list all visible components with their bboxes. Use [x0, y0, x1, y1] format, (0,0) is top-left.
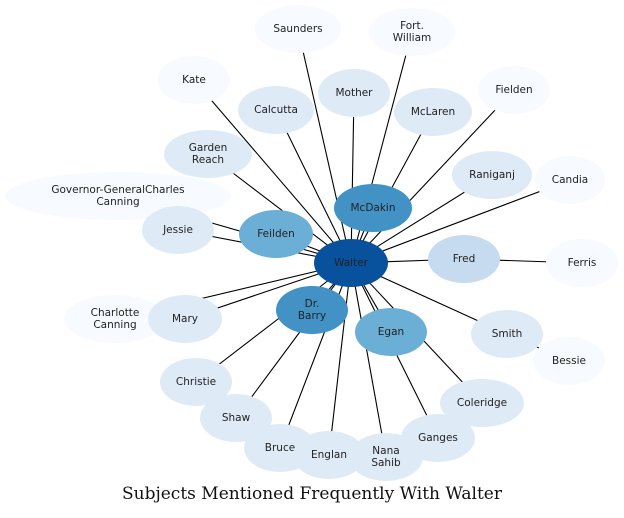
node-label-bessie: Bessie	[552, 355, 586, 367]
node-walter: Walter	[314, 239, 388, 287]
node-shape-smith	[471, 310, 543, 358]
node-shape-mother	[318, 69, 390, 117]
node-shape-englan	[293, 431, 365, 479]
node-label-fort-william: Fort.William	[393, 20, 431, 44]
node-shape-mcdakin	[334, 184, 412, 232]
node-label-christie: Christie	[176, 376, 216, 388]
node-mcdakin: McDakin	[334, 184, 412, 232]
node-shaw: Shaw	[200, 394, 272, 442]
node-label-egan: Egan	[378, 326, 404, 338]
node-label-mary: Mary	[172, 313, 198, 325]
node-fort-william: Fort.William	[369, 8, 455, 56]
node-raniganj: Raniganj	[452, 151, 532, 199]
node-shape-mclaren	[394, 88, 472, 136]
edge-walter-saunders	[297, 28, 352, 264]
node-kate: Kate	[158, 56, 230, 104]
node-smith: Smith	[471, 310, 543, 358]
edge-walter-shaw	[235, 262, 352, 419]
edge-walter-candia	[350, 179, 571, 264]
node-saunders: Saunders	[255, 5, 341, 53]
node-label-calcutta: Calcutta	[254, 104, 298, 116]
node-englan: Englan	[293, 431, 365, 479]
node-label-walter: Walter	[334, 257, 369, 269]
node-shape-nana-sahib	[349, 433, 423, 481]
graph-caption: Subjects Mentioned Frequently With Walte…	[122, 484, 502, 504]
node-label-saunders: Saunders	[273, 23, 322, 35]
node-jessie: Jessie	[142, 206, 214, 254]
node-shape-bessie	[533, 337, 605, 385]
node-mother: Mother	[318, 69, 390, 117]
node-calcutta: Calcutta	[238, 86, 314, 134]
node-label-feilden: Feilden	[257, 228, 295, 240]
node-label-englan: Englan	[311, 449, 347, 461]
node-feilden: Feilden	[239, 210, 313, 258]
edge-walter-fielden	[350, 89, 515, 264]
node-dr-barry: Dr.Barry	[276, 286, 348, 334]
node-shape-garden-reach	[164, 130, 252, 178]
node-egan: Egan	[355, 308, 427, 356]
node-shape-fielden	[478, 66, 550, 114]
node-mary: Mary	[148, 295, 222, 343]
node-shape-walter	[314, 239, 388, 287]
node-shape-egan	[355, 308, 427, 356]
node-shape-calcutta	[238, 86, 314, 134]
node-shape-coleridge	[440, 379, 524, 427]
node-label-ganges: Ganges	[418, 432, 458, 444]
node-shape-jessie	[142, 206, 214, 254]
node-label-candia: Candia	[552, 174, 588, 186]
node-label-shaw: Shaw	[222, 412, 251, 424]
node-coleridge: Coleridge	[440, 379, 524, 427]
node-shape-raniganj	[452, 151, 532, 199]
node-shape-dr-barry	[276, 286, 348, 334]
edge-walter-mother	[350, 92, 355, 264]
node-candia: Candia	[535, 156, 605, 204]
node-shape-ferris	[546, 239, 618, 287]
node-label-coleridge: Coleridge	[457, 397, 507, 409]
node-ferris: Ferris	[546, 239, 618, 287]
node-label-mother: Mother	[335, 87, 373, 99]
node-shape-shaw	[200, 394, 272, 442]
node-shape-candia	[535, 156, 605, 204]
node-shape-fred	[428, 235, 500, 283]
node-shape-christie	[160, 358, 232, 406]
edge-walter-kate	[193, 79, 352, 264]
node-fielden: Fielden	[478, 66, 550, 114]
node-shape-charlotte-canning	[64, 295, 166, 343]
node-label-ferris: Ferris	[568, 257, 597, 269]
node-label-dr-barry: Dr.Barry	[298, 298, 326, 322]
node-christie: Christie	[160, 358, 232, 406]
node-label-smith: Smith	[492, 328, 523, 340]
node-shape-mary	[148, 295, 222, 343]
edge-walter-nana-sahib	[350, 262, 387, 458]
edge-walter-calcutta	[275, 109, 352, 264]
node-label-jessie: Jessie	[162, 224, 193, 236]
edge-walter-christie	[195, 262, 352, 383]
node-mclaren: McLaren	[394, 88, 472, 136]
node-shape-fort-william	[369, 8, 455, 56]
node-label-fielden: Fielden	[495, 84, 532, 96]
node-shape-saunders	[255, 5, 341, 53]
node-shape-feilden	[239, 210, 313, 258]
node-bessie: Bessie	[533, 337, 605, 385]
edge-walter-englan	[328, 262, 352, 456]
node-label-kate: Kate	[182, 74, 206, 86]
edge-walter-bruce	[279, 262, 352, 449]
node-label-bruce: Bruce	[265, 442, 295, 454]
node-label-mcdakin: McDakin	[350, 202, 395, 214]
node-label-fred: Fred	[453, 253, 476, 265]
node-label-raniganj: Raniganj	[469, 169, 515, 181]
node-shape-kate	[158, 56, 230, 104]
node-fred: Fred	[428, 235, 500, 283]
node-label-mclaren: McLaren	[411, 106, 455, 118]
